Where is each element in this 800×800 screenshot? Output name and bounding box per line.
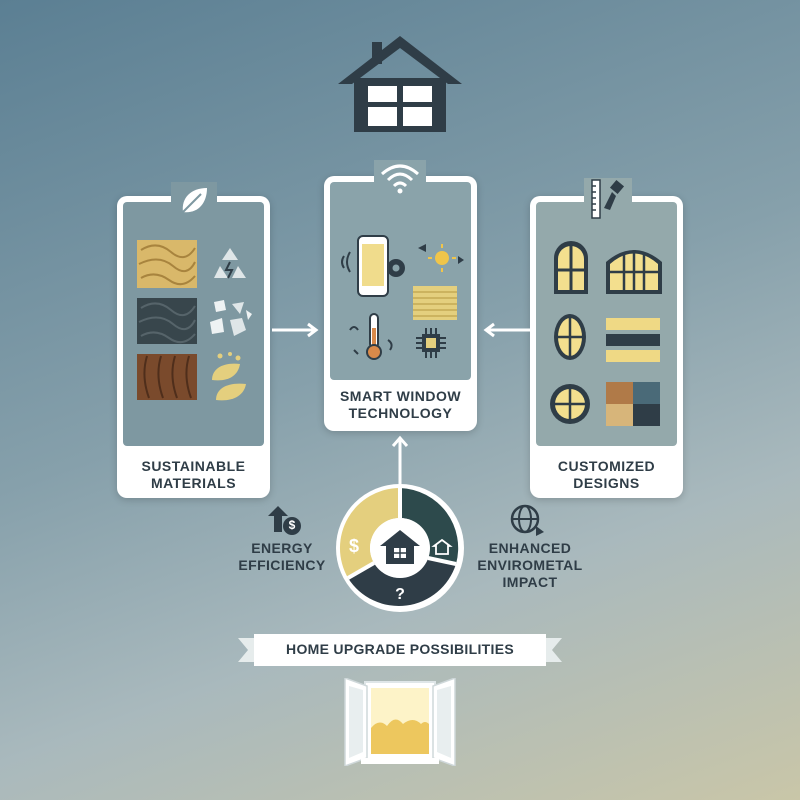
home-upgrade-banner: HOME UPGRADE POSSIBILITIES — [238, 632, 562, 668]
glass-shards-icon — [206, 296, 256, 344]
enhanced-environmental-impact-label: ENHANCED ENVIROMETAL IMPACT — [477, 540, 583, 590]
oval-window-icon — [552, 312, 588, 362]
leaf-icon — [171, 182, 217, 220]
recycle-icon — [208, 244, 252, 288]
color-bands-swatch — [606, 318, 660, 362]
arched-window-icon — [552, 238, 590, 296]
customized-designs-label: CUSTOMIZED DESIGNS — [557, 458, 656, 491]
smart-window-technology-label: SMART WINDOW TECHNOLOGY — [339, 388, 462, 421]
sun-arrows-icon — [414, 236, 466, 276]
wifi-icon — [374, 160, 426, 196]
ring-question-symbol: ? — [395, 586, 405, 603]
smartphone-gear-icon — [340, 234, 412, 300]
energy-efficiency-label: ENERGY EFFICIENCY — [238, 540, 326, 573]
home-upgrade-ring: $ ? — [334, 482, 466, 614]
energy-arrow-dollar-icon: $ — [266, 504, 304, 538]
energy-dollar-symbol: $ — [288, 518, 296, 532]
ruler-brush-icon — [584, 178, 632, 220]
open-window-icon — [343, 678, 457, 766]
sustainable-materials-label: SUSTAINABLE MATERIALS — [141, 458, 246, 491]
banner-text: HOME UPGRADE POSSIBILITIES — [286, 641, 514, 657]
wide-arched-window-icon — [604, 244, 664, 296]
thermometer-icon — [346, 310, 402, 362]
wood-dark-swatch — [137, 354, 197, 400]
house-logo-icon — [336, 34, 464, 134]
arrow-left-to-center — [272, 322, 324, 338]
smart-window-panel — [330, 182, 471, 380]
microchip-icon — [414, 326, 448, 360]
arrow-right-to-center — [478, 322, 530, 338]
wood-light-swatch — [137, 240, 197, 288]
globe-recycle-icon — [508, 502, 546, 538]
texture-samples-swatch — [606, 382, 660, 426]
smart-window-technology-card: SMART WINDOW TECHNOLOGY — [324, 176, 477, 431]
round-window-icon — [548, 382, 592, 426]
window-blinds-icon — [413, 286, 457, 320]
eco-leaves-icon — [206, 350, 254, 404]
slate-swatch — [137, 298, 197, 344]
arrow-up-to-center — [390, 432, 410, 488]
ring-dollar-symbol: $ — [348, 536, 359, 556]
